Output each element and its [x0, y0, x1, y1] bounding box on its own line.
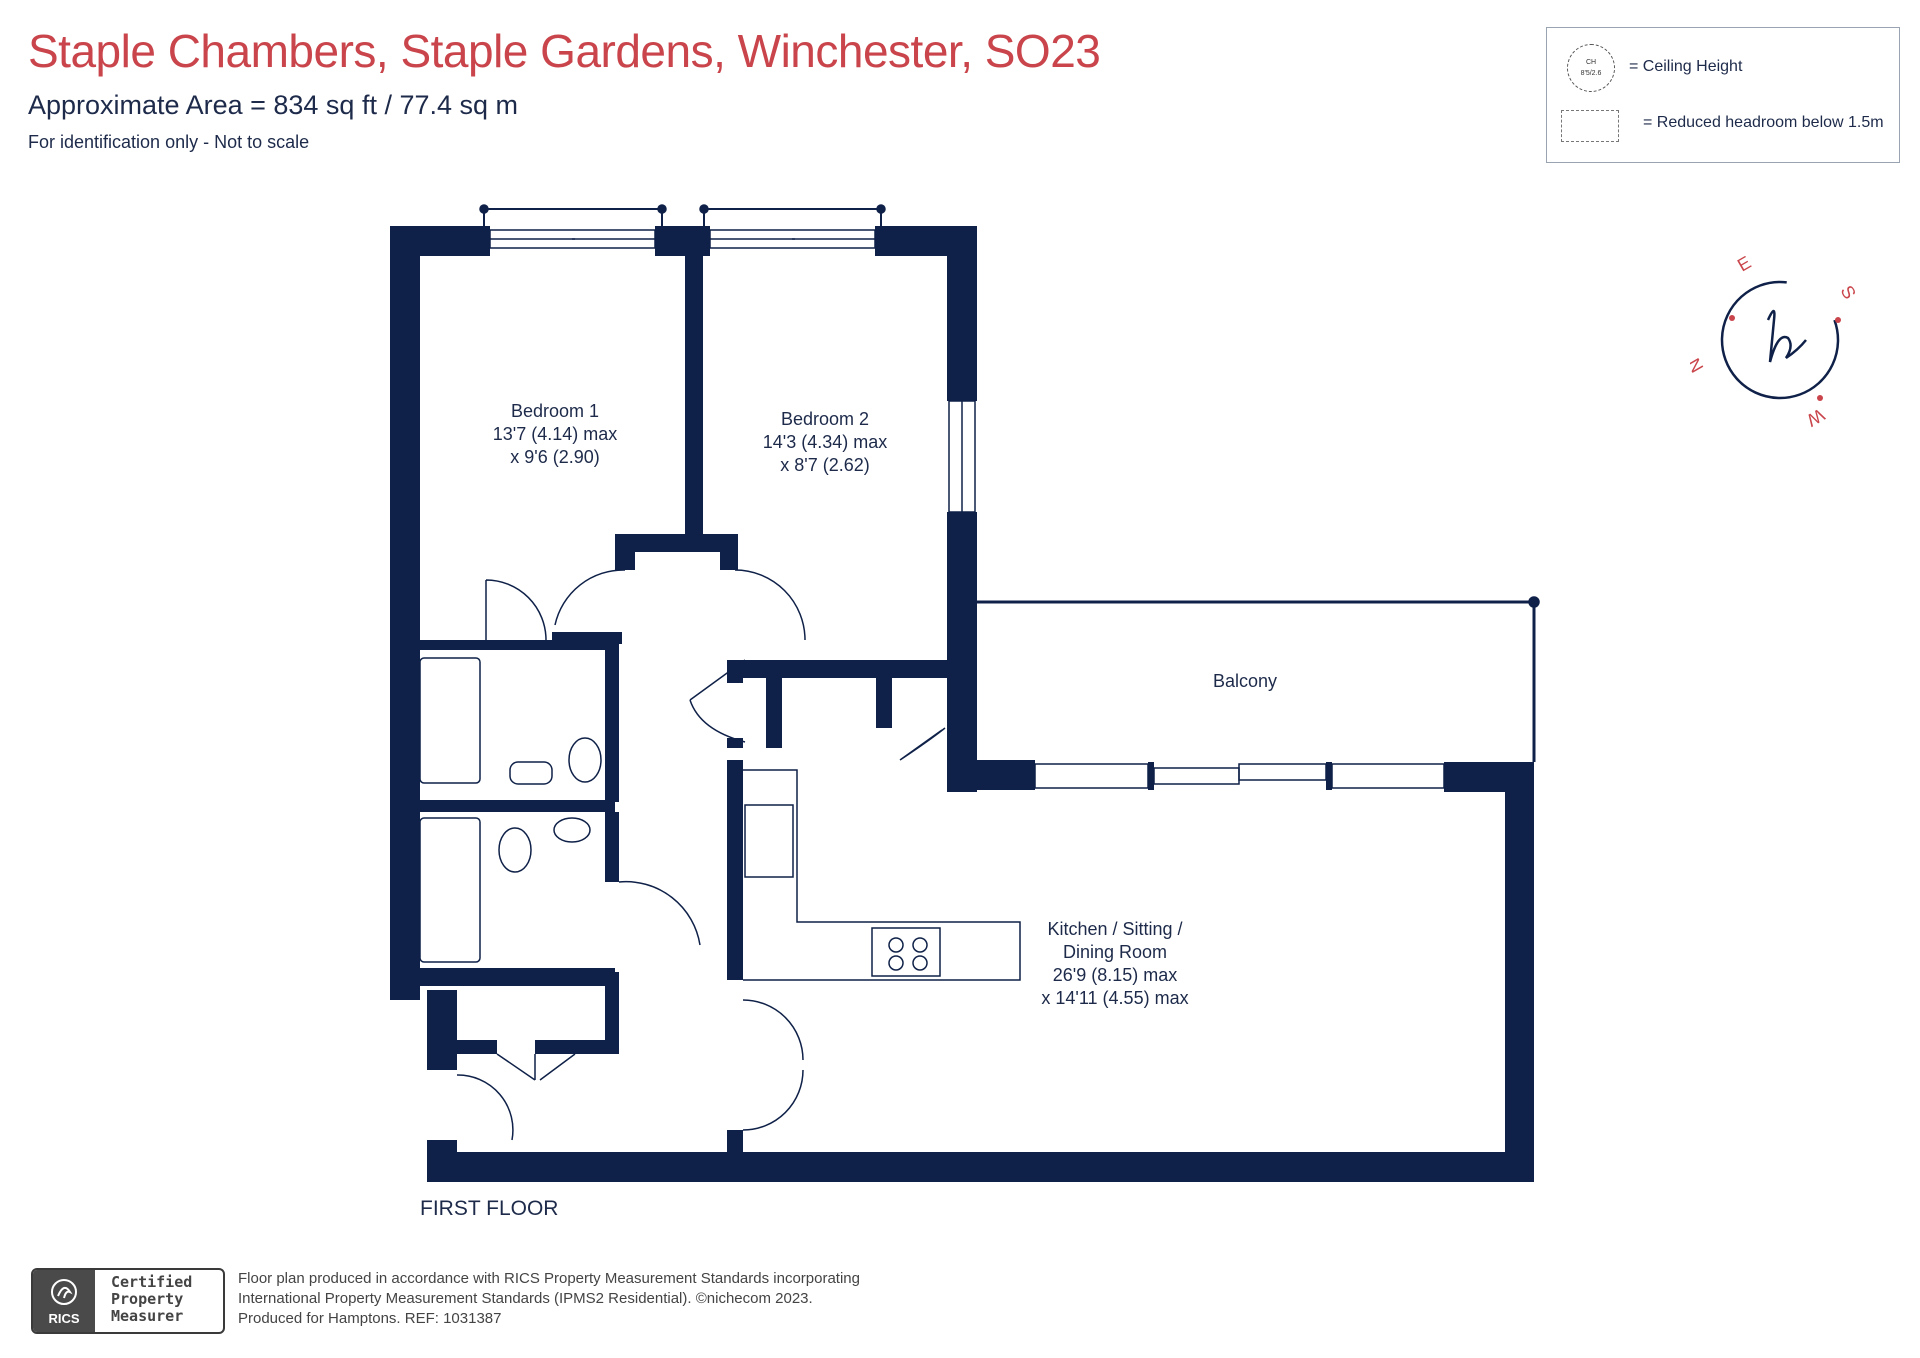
floor-label: FIRST FLOOR	[420, 1197, 559, 1220]
bedroom-1-dim2: x 9'6 (2.90)	[510, 447, 600, 467]
rics-text: Certified Property Measurer	[111, 1274, 192, 1325]
kitchen-dim1: 26'9 (8.15) max	[1052, 965, 1178, 985]
footer-text: Floor plan produced in accordance with R…	[238, 1269, 860, 1329]
kitchen-label: Kitchen / Sitting / Dining Room 26'9 (8.…	[1020, 918, 1210, 1010]
scale-note: For identification only - Not to scale	[28, 132, 310, 152]
ceiling-symbol-value: 8'5/2.6	[1580, 70, 1602, 77]
rics-lion-icon	[51, 1279, 77, 1305]
bedroom-1-label: Bedroom 1 13'7 (4.14) max x 9'6 (2.90)	[470, 400, 640, 469]
rics-logo-word: RICS	[48, 1311, 80, 1326]
bedroom-1-dim1: 13'7 (4.14) max	[492, 424, 618, 444]
kitchen-name-line2: Dining Room	[1062, 942, 1168, 962]
ceiling-height-label: = Ceiling Height	[1629, 58, 1743, 75]
bedroom-2-dim2: x 8'7 (2.62)	[780, 455, 870, 475]
rics-line2: Property	[111, 1290, 184, 1308]
approximate-area: Approximate Area = 834 sq ft / 77.4 sq m	[28, 90, 519, 120]
bedroom-2-label: Bedroom 2 14'3 (4.34) max x 8'7 (2.62)	[740, 408, 910, 477]
compass-logo: E S N W	[1690, 252, 1860, 430]
rics-line1: Certified	[111, 1273, 193, 1291]
footer-line3: Produced for Hamptons. REF: 1031387	[238, 1310, 502, 1327]
footer-line2: International Property Measurement Stand…	[238, 1290, 813, 1307]
windows-and-fittings	[419, 204, 1540, 1141]
h-logo-icon	[1766, 309, 1807, 363]
reduced-headroom-symbol	[1561, 110, 1619, 142]
balcony-label: Balcony	[1170, 670, 1320, 693]
page-title: Staple Chambers, Staple Gardens, Winches…	[28, 25, 1101, 77]
legend-box: CH 8'5/2.6 = Ceiling Height = Reduced he…	[1546, 27, 1900, 163]
footer-line1: Floor plan produced in accordance with R…	[238, 1270, 860, 1287]
rics-line3: Measurer	[111, 1307, 184, 1325]
bedroom-2-name: Bedroom 2	[780, 409, 870, 429]
rics-logo: RICS	[33, 1270, 95, 1332]
ceiling-height-symbol: CH 8'5/2.6	[1567, 44, 1615, 92]
walls	[390, 226, 1534, 1182]
kitchen-name-line1: Kitchen / Sitting /	[1047, 919, 1183, 939]
reduced-headroom-label: = Reduced headroom below 1.5m	[1643, 114, 1884, 131]
rics-badge: RICS Certified Property Measurer	[31, 1268, 225, 1334]
balcony-name: Balcony	[1212, 671, 1278, 691]
kitchen-dim2: x 14'11 (4.55) max	[1041, 988, 1189, 1008]
bedroom-2-dim1: 14'3 (4.34) max	[762, 432, 888, 452]
bedroom-1-name: Bedroom 1	[510, 401, 600, 421]
ceiling-symbol-top: CH	[1585, 59, 1597, 66]
